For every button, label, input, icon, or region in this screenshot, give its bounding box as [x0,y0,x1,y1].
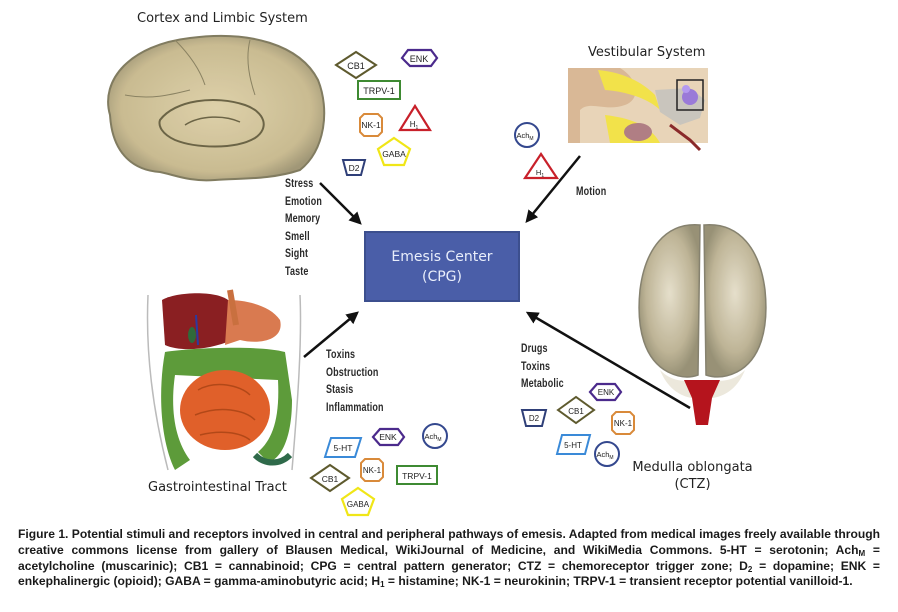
receptor-nk1: NK-1 [360,458,384,482]
stimulus: Obstruction [326,366,379,379]
caption-text-part4: = histamine; NK-1 = neurokinin; TRPV-1 =… [384,574,853,589]
caption-sub-1: 1 [380,580,385,590]
svg-text:D2: D2 [529,414,540,423]
svg-text:CB1: CB1 [347,61,365,71]
svg-text:NK-1: NK-1 [363,466,382,475]
receptor-5ht: 5-HT [323,437,363,458]
svg-text:AchM: AchM [424,432,441,443]
svg-text:AchM: AchM [516,131,533,142]
receptor-d2: D2 [341,159,367,176]
medulla-stimuli-list: Drugs Toxins Metabolic [521,341,564,394]
receptor-nk1: NK-1 [359,113,383,137]
arrow-vestibular-to-center [525,155,581,223]
stimulus: Sight [285,248,309,260]
stimulus: Drugs [521,343,548,355]
receptor-achm: AchM [514,122,540,148]
stimulus: Taste [285,265,309,278]
caption-sub-2: 2 [747,564,753,574]
svg-text:NK-1: NK-1 [614,419,633,428]
svg-text:GABA: GABA [347,500,370,509]
stimulus: Smell [285,230,310,243]
gi-stimuli-list: Toxins Obstruction Stasis Inflammation [326,347,384,417]
receptor-cb1: CB1 [334,50,378,80]
svg-text:TRPV-1: TRPV-1 [402,471,432,481]
cortex-title: Cortex and Limbic System [137,11,308,26]
receptor-enk: ENK [588,382,623,402]
stimulus: Inflammation [326,401,384,414]
medulla-title-line1: Medulla oblongata [632,460,753,475]
stimulus: Motion [576,186,607,198]
svg-text:H1: H1 [410,120,419,131]
emesis-center-line2: (CPG) [422,268,462,285]
stimulus: Metabolic [521,378,564,390]
receptor-gaba: GABA [376,136,412,167]
svg-text:ENK: ENK [379,432,397,442]
svg-text:CB1: CB1 [568,407,584,416]
receptor-5ht: 5-HT [555,434,592,455]
svg-text:H1: H1 [536,168,544,179]
stimulus: Stasis [326,384,354,396]
caption-text-part2: = acetylcholine (muscarinic); CB1 = cann… [18,542,880,573]
medulla-title: Medulla oblongata (CTZ) [625,460,760,492]
receptor-cb1: CB1 [556,395,596,425]
receptor-enk: ENK [371,427,406,447]
svg-text:TRPV-1: TRPV-1 [363,86,395,96]
receptor-h1: H1 [522,152,560,180]
svg-text:ENK: ENK [598,388,615,397]
arrow-medulla-to-center [525,311,691,410]
emesis-center-line1: Emesis Center [391,248,493,265]
receptor-enk: ENK [400,48,439,68]
emesis-center-box: Emesis Center (CPG) [364,231,520,302]
receptor-cb1: CB1 [309,463,351,493]
stimulus: Memory [285,213,321,225]
receptor-trpv1: TRPV-1 [396,465,438,485]
receptor-nk1: NK-1 [611,411,635,435]
gi-tract-illustration [146,289,302,471]
svg-text:5-HT: 5-HT [564,441,582,450]
receptor-h1: H1 [398,103,432,132]
stimulus: Toxins [521,360,551,373]
caption-text-part3: = dopamine; ENK = enkephalinergic (opioi… [18,558,880,589]
medulla-brain-illustration [638,224,767,425]
receptor-gaba: GABA [340,486,376,517]
receptor-achm: AchM [422,423,448,449]
caption-text-part1: Figure 1. Potential stimuli and receptor… [18,527,880,557]
svg-text:GABA: GABA [382,149,406,159]
gi-title: Gastrointestinal Tract [148,480,287,495]
figure-caption: Figure 1. Potential stimuli and receptor… [18,527,880,590]
arrow-gi-to-center [303,311,359,358]
svg-text:ENK: ENK [410,54,429,64]
svg-text:5-HT: 5-HT [334,443,353,453]
stimulus: Stress [285,178,314,190]
cortex-brain-illustration [107,34,326,182]
vestibular-title: Vestibular System [588,45,706,60]
svg-text:NK-1: NK-1 [361,120,381,130]
stimulus: Emotion [285,195,322,208]
svg-text:AchM: AchM [596,450,613,461]
caption-sub-m: M [858,548,866,558]
receptor-trpv1: TRPV-1 [357,80,401,100]
svg-text:CB1: CB1 [322,474,339,484]
receptor-d2: D2 [520,409,548,427]
receptor-achm: AchM [594,441,620,467]
cortex-stimuli-list: Stress Emotion Memory Smell Sight Taste [285,176,322,281]
arrow-cortex-to-center [319,182,362,225]
svg-text:D2: D2 [349,163,360,173]
medulla-title-line2: (CTZ) [674,477,711,492]
vestibular-stimuli-list: Motion [576,184,606,202]
stimulus: Toxins [326,349,356,361]
ear-illustration [568,68,708,152]
